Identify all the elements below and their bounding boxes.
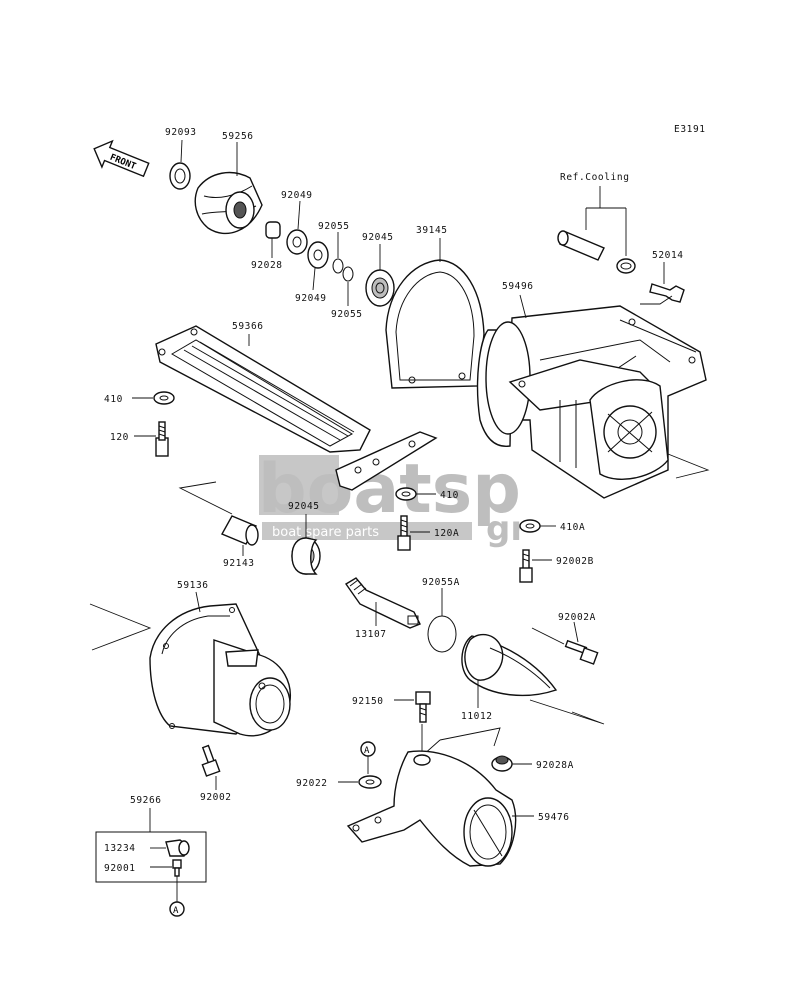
marker-a-upper: A [360,741,376,774]
label-92022: 92022 [296,778,328,789]
label-120A: 120A [434,528,459,539]
marker-a-lower-text: A [173,906,179,916]
part-120-bolt [134,421,169,457]
part-13234-fitting [150,839,190,857]
part-59366-grate [155,325,438,491]
part-11012-cone [461,633,605,725]
label-92002B: 92002B [556,556,594,567]
part-92002A-bolt [531,621,599,665]
label-92055A: 92055A [422,577,460,588]
part-92049-washer-b [307,241,329,291]
marker-a-lower: A [169,901,185,917]
ref-line-left [178,481,233,515]
part-92055-oring [332,232,344,274]
part-92022-washer [338,775,382,789]
label-92143: 92143 [223,558,255,569]
part-92049-washer [286,200,308,255]
front-arrow-icon: FRONT [93,139,150,178]
part-92001-screw [150,859,182,902]
assembly-59266-box [95,808,207,883]
part-13107-shaft [344,577,421,629]
watermark-subtitle: boat spare parts [272,525,379,540]
part-92028-collar [265,221,281,258]
part-120A-bolt [397,515,430,551]
part-92045-bearing-b [291,514,321,575]
label-13107: 13107 [355,629,387,640]
label-92045: 92045 [362,232,394,243]
part-410A-washer [519,519,556,533]
ref-cooling-bracket [585,186,627,256]
part-59476-nozzle [346,724,534,867]
label-59266: 59266 [130,795,162,806]
watermark-block [259,455,339,515]
label-92049: 92049 [281,190,313,201]
label-92093: 92093 [165,127,197,138]
label-92055-b: 92055 [331,309,363,320]
label-92045-b: 92045 [288,501,320,512]
label-92028A: 92028A [536,760,574,771]
label-59366: 59366 [232,321,264,332]
label-120: 120 [110,432,129,443]
label-92150: 92150 [352,696,384,707]
part-410-washer-b [395,487,436,501]
part-92002B-bolt [519,549,552,583]
label-92028: 92028 [251,260,283,271]
label-92001: 92001 [104,863,136,874]
label-13234: 13234 [104,843,136,854]
part-92045-bearing [365,244,395,307]
label-92002: 92002 [200,792,232,803]
label-11012: 11012 [461,711,493,722]
label-59256: 59256 [222,131,254,142]
label-59476: 59476 [538,812,570,823]
hose-clamp [616,258,636,274]
label-52014: 52014 [652,250,684,261]
label-92049-b: 92049 [295,293,327,304]
part-39145-cover [385,238,485,389]
part-92093-bushing [169,139,191,190]
part-410-washer [132,391,175,405]
label-410: 410 [104,394,123,405]
diagram-code: E3191 [674,124,706,135]
ref-cooling-label: Ref.Cooling [560,172,630,183]
cooling-hose [557,230,605,261]
part-59496-pump-case [476,294,710,499]
label-59496: 59496 [502,281,534,292]
part-92150-bolt [394,691,431,723]
label-92002A: 92002A [558,612,596,623]
label-92055: 92055 [318,221,350,232]
part-92028A-bushing [491,755,532,772]
label-39145: 39145 [416,225,448,236]
part-92002-bolt [201,744,221,790]
label-410-b: 410 [440,490,459,501]
part-92143-sleeve [221,515,259,556]
label-59136: 59136 [177,580,209,591]
label-410A: 410A [560,522,585,533]
part-59256-impeller [194,142,263,235]
part-52014-fitting [649,262,685,303]
part-92055A-oring [427,588,457,653]
part-92055-oring-b [342,266,354,306]
part-59136-housing [89,591,291,737]
marker-a-upper-text: A [364,746,370,756]
watermark-subtitle-band [262,522,472,540]
